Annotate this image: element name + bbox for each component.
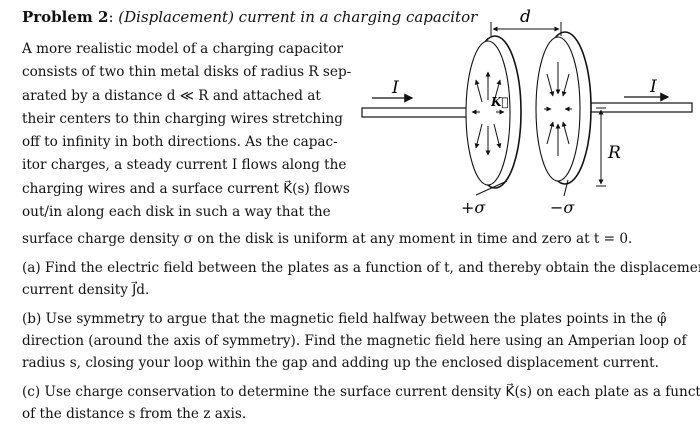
intro-line: A more realistic model of a charging cap…: [22, 41, 344, 57]
problem-subtitle: (Displacement) current in a charging cap…: [118, 8, 478, 26]
part-c-line: of the distance s from the z axis.: [22, 406, 247, 422]
positive-charge-leader: [475, 180, 508, 196]
intro-line: their centers to thin charging wires str…: [22, 110, 343, 127]
part-c: (c) Use charge conservation to determine…: [22, 381, 700, 425]
title-separator: :: [108, 8, 119, 26]
negative-charge-label: −σ: [550, 198, 575, 217]
intro-line: arated by a distance d ≪ R and attached …: [22, 87, 321, 104]
positive-charge-label: +σ: [461, 198, 486, 217]
intro-line: charging wires and a surface current K⃗(…: [22, 180, 350, 197]
radius-label: R: [607, 143, 621, 163]
negative-disk: [535, 31, 592, 185]
current-label-left: I: [391, 78, 399, 98]
problem-title: Problem 2: (Displacement) current in a c…: [22, 8, 477, 26]
surface-current-label: K⃗: [490, 95, 509, 109]
intro-line: consists of two thin metal disks of radi…: [22, 64, 352, 81]
positive-disk: [465, 35, 522, 189]
problem-label: Problem 2: [22, 8, 109, 26]
intro-last-text: surface charge density σ on the disk is …: [22, 231, 633, 247]
intro-last-line: surface charge density σ on the disk is …: [22, 228, 690, 250]
part-c-line: (c) Use charge conservation to determine…: [22, 384, 700, 400]
part-a-line: current density J⃗d.: [22, 282, 150, 298]
part-a: (a) Find the electric field between the …: [22, 257, 700, 301]
current-label-right: I: [649, 77, 657, 97]
intro-line: out/in along each disk in such a way tha…: [22, 204, 331, 221]
part-b-line: (b) Use symmetry to argue that the magne…: [22, 311, 667, 327]
part-a-line: (a) Find the electric field between the …: [22, 260, 700, 276]
negative-charge-leader: [563, 179, 569, 197]
part-b-line: radius s, closing your loop within the g…: [22, 355, 659, 371]
capacitor-diagram: I I K⃗: [361, 7, 693, 217]
intro-line: itor charges, a steady current I flows a…: [22, 157, 347, 174]
intro-line: off to infinity in both directions. As t…: [22, 134, 338, 151]
part-b: (b) Use symmetry to argue that the magne…: [22, 308, 690, 374]
intro-paragraph: A more realistic model of a charging cap…: [22, 38, 352, 224]
separation-label: d: [520, 7, 531, 27]
part-b-line: direction (around the axis of symmetry).…: [22, 333, 687, 349]
